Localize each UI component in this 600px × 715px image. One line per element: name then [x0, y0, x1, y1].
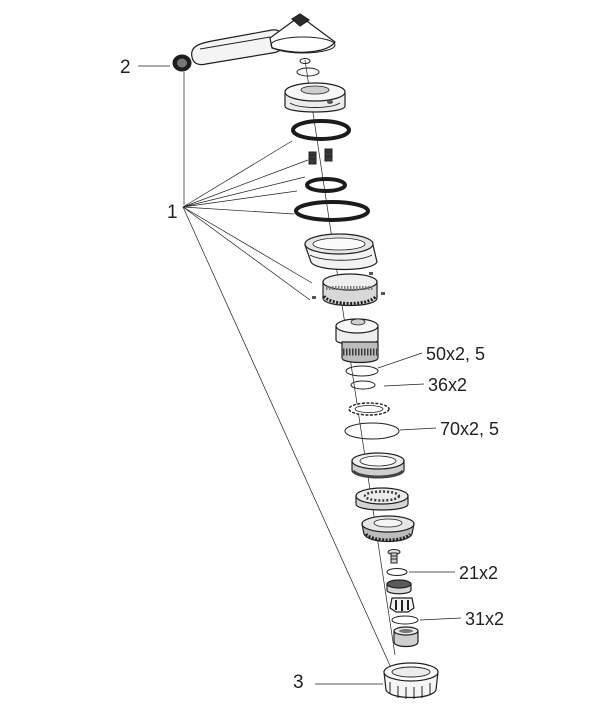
callout-3-label: 3	[293, 672, 304, 693]
oring-31x2	[391, 615, 419, 625]
bottom-cap	[393, 626, 419, 648]
large-oring-2	[294, 200, 370, 222]
oring-21x2	[386, 568, 408, 576]
cartridge-head	[284, 82, 346, 113]
gear-ring	[322, 273, 378, 307]
sleeve	[304, 233, 378, 271]
seal-size-31x2: 31x2	[465, 609, 504, 629]
springs	[308, 148, 333, 165]
part-2-cap	[172, 54, 192, 72]
check-valve	[386, 579, 412, 595]
small-oring-top	[296, 67, 320, 77]
oring-70x2-5	[344, 422, 400, 440]
lower-ring	[351, 452, 405, 479]
bearing-plate	[355, 487, 409, 511]
oring-36x2	[350, 380, 376, 390]
disc-plate	[348, 402, 390, 416]
cartridge-body	[335, 318, 379, 364]
medium-oring	[305, 177, 347, 193]
lever-handle	[191, 13, 336, 66]
callout-2-label: 2	[120, 57, 131, 78]
callout-1-label: 1	[167, 202, 178, 223]
seal-size-50x2-5: 50x2, 5	[426, 344, 485, 364]
seal-size-70x2-5: 70x2, 5	[440, 419, 499, 439]
star-insert	[389, 597, 415, 613]
seal-size-36x2: 36x2	[428, 375, 467, 395]
oring-50x2-5	[345, 365, 379, 377]
small-washer-top	[299, 58, 311, 64]
small-clips	[312, 272, 385, 299]
part-3-knurled-nut	[383, 662, 439, 699]
gear-cup	[361, 515, 415, 543]
leader-lines	[138, 65, 462, 685]
seal-size-21x2: 21x2	[459, 563, 498, 583]
small-screw	[387, 549, 401, 564]
large-oring-1	[291, 119, 351, 141]
